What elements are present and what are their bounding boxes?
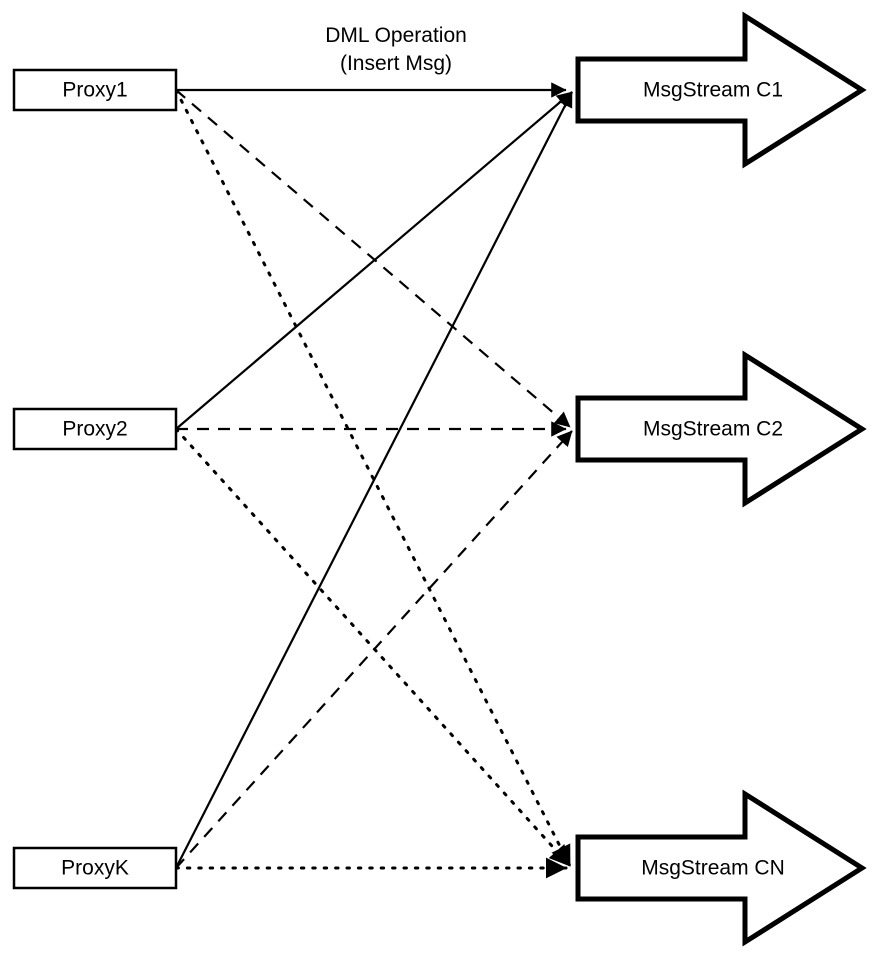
edge-label-group: DML Operation (Insert Msg) — [325, 24, 467, 75]
proxy-node-proxy2[interactable]: Proxy2 — [12, 407, 178, 451]
stream-c2-label: MsgStream C2 — [643, 418, 783, 441]
proxy2-box[interactable] — [12, 407, 178, 451]
dml-operation-label-line2: (Insert Msg) — [340, 52, 452, 75]
edge-proxy2-to-stream-cn — [174, 427, 572, 868]
stream-c1-arrow-shape[interactable] — [575, 11, 867, 169]
proxy1-box[interactable] — [12, 68, 178, 112]
proxy-node-proxy1[interactable]: Proxy1 — [12, 68, 178, 112]
edge-proxy1-to-stream-cn — [174, 88, 572, 868]
proxyk-box[interactable] — [12, 846, 178, 890]
edge-proxyk-to-stream-c1 — [175, 91, 573, 869]
proxyk-label: ProxyK — [61, 857, 129, 880]
stream-c1-label: MsgStream C1 — [643, 79, 783, 102]
edge-proxy1-to-stream-c2 — [175, 89, 571, 428]
stream-cn-arrow-shape[interactable] — [575, 789, 867, 947]
dml-operation-label-line1: DML Operation — [325, 24, 467, 47]
proxy-nodes: Proxy1 Proxy2 ProxyK — [12, 68, 178, 890]
stream-cn-label: MsgStream CN — [641, 857, 785, 880]
proxy2-label: Proxy2 — [62, 418, 127, 441]
stream-node-c2[interactable]: MsgStream C2 — [575, 350, 867, 508]
stream-nodes: MsgStream C1 MsgStream C2 MsgStream CN — [575, 11, 867, 947]
proxy1-label: Proxy1 — [62, 79, 127, 102]
edge-group — [174, 82, 573, 879]
stream-node-cn[interactable]: MsgStream CN — [575, 789, 867, 947]
proxy-node-proxyk[interactable]: ProxyK — [12, 846, 178, 890]
stream-c2-arrow-shape[interactable] — [575, 350, 867, 508]
stream-node-c1[interactable]: MsgStream C1 — [575, 11, 867, 169]
